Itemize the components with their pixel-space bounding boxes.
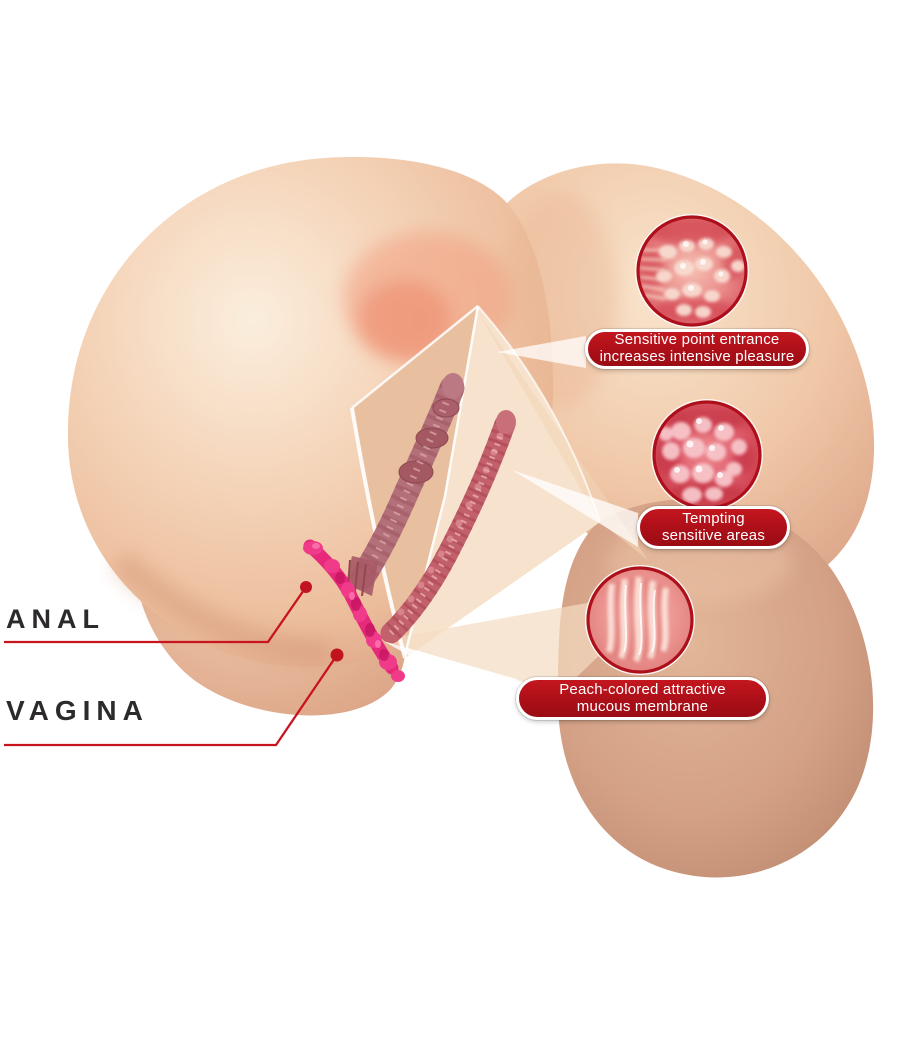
vagina-leader-dot — [330, 648, 344, 662]
callout-line: mucous membrane — [576, 697, 709, 715]
callout-line: Peach-colored attractive — [559, 680, 726, 698]
anal-label: ANAL — [6, 604, 105, 634]
crease-blush-core — [358, 280, 450, 360]
callout-line: increases intensive pleasure — [599, 348, 795, 365]
magenta-openings-detail — [303, 539, 405, 682]
detail-circle-nodule-texture — [651, 399, 763, 511]
beam-to-callout-2 — [512, 470, 638, 547]
callout-pill-tempting-sensitive-areas: Tempting sensitive areas — [637, 506, 790, 549]
wedge-ridge-left — [351, 305, 479, 409]
callout-pill-mucous-membrane: Peach-colored attractive mucous membrane — [516, 677, 769, 720]
callout-line: Sensitive point entrance — [614, 331, 780, 349]
wedge-ridge-right — [477, 305, 601, 523]
anal-canal-texture — [346, 373, 465, 597]
beam-to-callout-3 — [383, 641, 517, 715]
callout-beams — [383, 336, 638, 715]
detail-circle-entrance-texture — [635, 214, 749, 328]
vagina-leader-line — [4, 654, 338, 747]
detail-circle-membrane-texture — [585, 565, 695, 675]
callout-pill-sensitive-point-entrance: Sensitive point entrance increases inten… — [585, 329, 809, 369]
callout-line: sensitive areas — [661, 526, 766, 544]
callout-line: Tempting — [682, 509, 745, 527]
wedge-right-face — [405, 306, 600, 658]
underbuttock-shadow — [111, 550, 331, 665]
leader-lines — [4, 581, 344, 747]
anal-leader-line — [4, 586, 307, 644]
anal-leader-dot — [300, 581, 312, 593]
vagina-label: VAGINA — [6, 695, 149, 726]
vaginal-canal-texture — [380, 410, 516, 644]
wedge-fan-plane — [478, 312, 648, 560]
beam-to-callout-1 — [497, 336, 586, 368]
